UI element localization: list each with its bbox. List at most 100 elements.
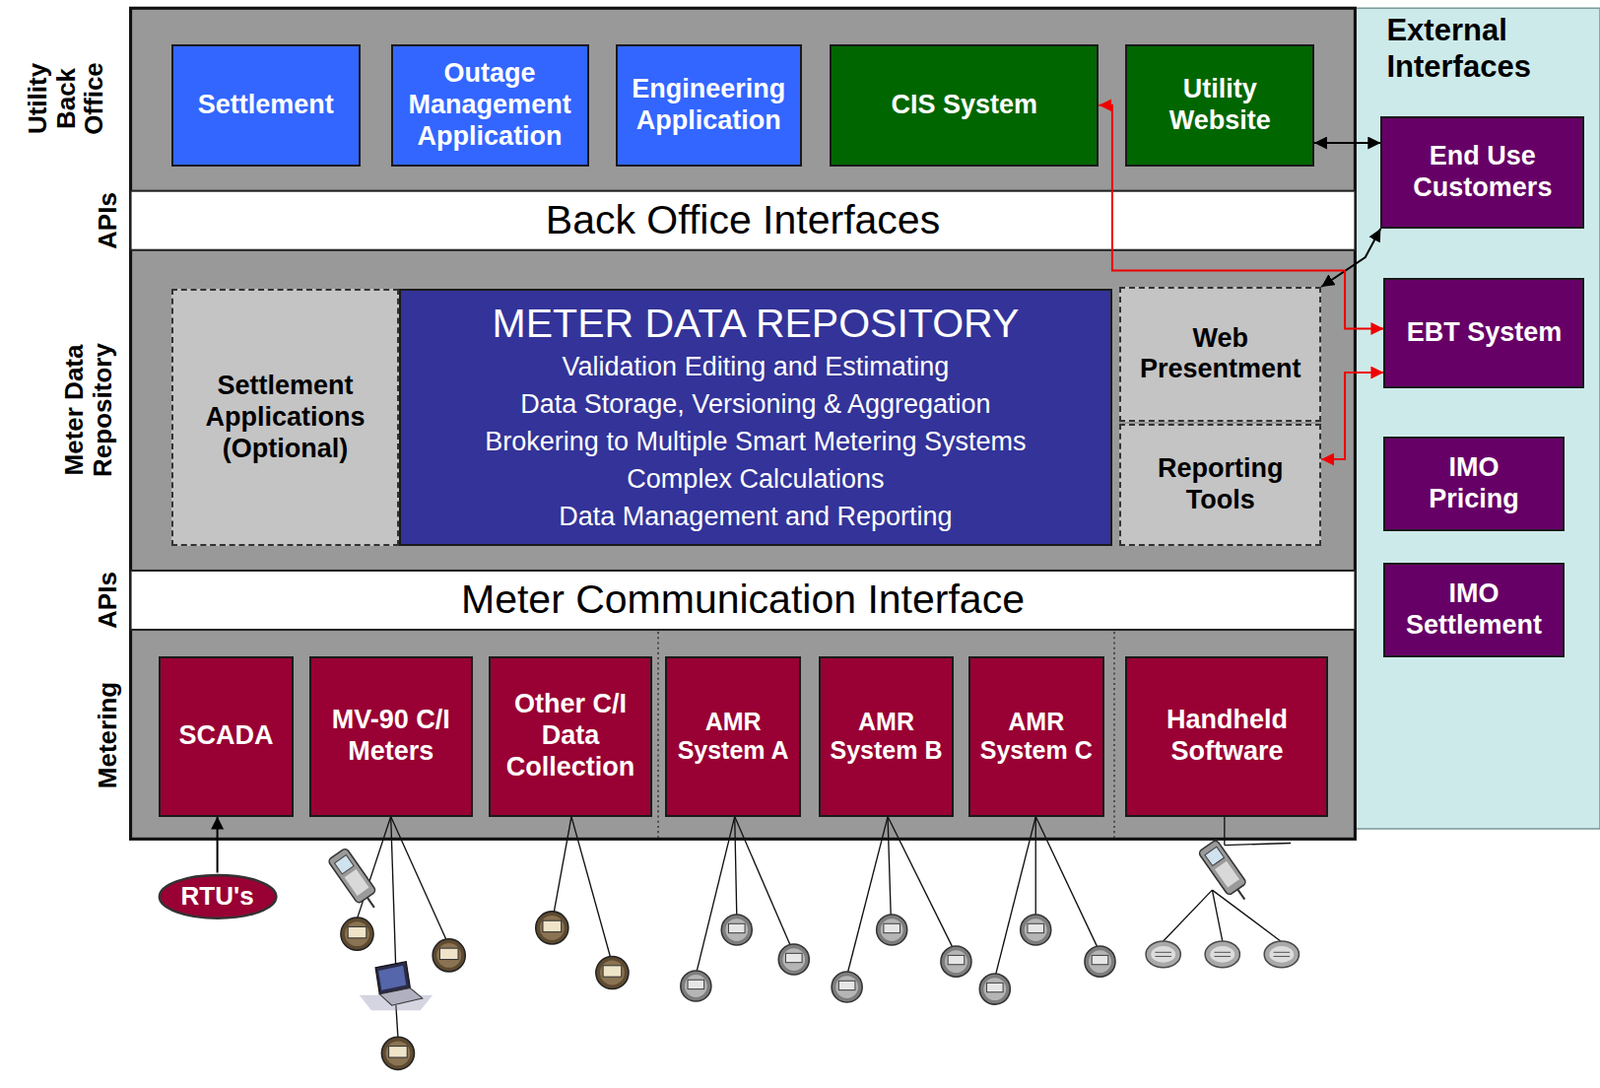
- meter-wire: [1163, 889, 1213, 941]
- box-heading: METER DATA REPOSITORY: [492, 299, 1020, 348]
- metering-box: AMR System B: [818, 656, 955, 817]
- external-box: IMO Settlement: [1383, 562, 1564, 658]
- system-box: CIS System: [829, 44, 1099, 167]
- meter-wire: [887, 816, 891, 915]
- label-text: AMR System C: [976, 707, 1097, 766]
- laptop-icon: [379, 988, 422, 1006]
- label-text: Settlement: [198, 89, 334, 122]
- meter-wire: [696, 816, 734, 971]
- meter-icon: [680, 970, 712, 1001]
- side-label: Meter Data Repository: [34, 287, 143, 534]
- ellipse-shape: [158, 873, 276, 918]
- meter-icon: [1145, 940, 1181, 968]
- metering-box: Other C/I Data Collection: [488, 656, 653, 817]
- feature-line: Validation Editing and Estimating: [562, 347, 950, 386]
- handheld-device: [328, 847, 385, 914]
- api-band: [131, 570, 1356, 630]
- label-text: Settlement Applications (Optional): [179, 370, 392, 466]
- meter-icon: [940, 945, 972, 977]
- external-panel: External InterfacesEnd Use CustomersEBT …: [1354, 7, 1600, 829]
- meter-icon: [876, 914, 908, 945]
- external-box: End Use Customers: [1380, 116, 1585, 229]
- meter-icon: [979, 973, 1010, 1004]
- meter-wire: [553, 816, 572, 912]
- main-frame: [131, 7, 1356, 839]
- side-label: APIs: [53, 570, 162, 630]
- metering-box: AMR System C: [968, 656, 1105, 817]
- label-text: End Use Customers: [1388, 140, 1577, 204]
- label-text: AMR System B: [826, 707, 947, 766]
- meter-icon: [340, 911, 1300, 1070]
- meter-icon: [1204, 940, 1240, 968]
- label-text: Utility Website: [1133, 73, 1307, 137]
- metering-box: AMR System A: [665, 656, 801, 817]
- application-box: Engineering Application: [615, 44, 803, 167]
- laptop-icon: [359, 961, 434, 1011]
- meter-icon: [596, 955, 629, 989]
- label-text: Handheld Software: [1133, 704, 1321, 768]
- feature-line: Brokering to Multiple Smart Metering Sys…: [484, 422, 1026, 461]
- metering-box: MV-90 C/I Meters: [309, 656, 473, 817]
- separator-line: [1113, 631, 1116, 839]
- meter-wire: [1211, 889, 1280, 941]
- feature-line: Data Management and Reporting: [558, 497, 952, 535]
- label-text: Engineering Application: [623, 73, 796, 137]
- connector-arrow: [1321, 372, 1384, 460]
- interface-label: Back Office Interfaces: [131, 191, 1356, 251]
- label-text: AMR System A: [672, 707, 794, 766]
- feature-line: Data Storage, Versioning & Aggregation: [520, 385, 991, 423]
- meter-wire: [571, 816, 610, 957]
- feature-line: Complex Calculations: [626, 460, 884, 498]
- side-label: Metering: [53, 659, 162, 812]
- label-text: IMO Pricing: [1408, 452, 1538, 516]
- meter-wire: [1224, 842, 1291, 845]
- meter-icon: [1020, 914, 1052, 945]
- meter-icon: [1264, 940, 1299, 968]
- side-label: Utility Back Office: [11, 32, 121, 166]
- optional-box: Settlement Applications (Optional): [171, 288, 400, 546]
- meter-wire: [848, 816, 888, 972]
- meter-wire: [1035, 816, 1037, 915]
- label-text: Web Presentment: [1127, 323, 1314, 387]
- label-text: EBT System: [1406, 317, 1563, 349]
- panel-heading: External Interfaces: [1386, 11, 1594, 85]
- external-box: IMO Pricing: [1383, 436, 1564, 531]
- application-box: Outage Management Application: [391, 44, 590, 167]
- band-region: MeteringSCADAMV-90 C/I MetersOther C/I D…: [131, 631, 1356, 839]
- meter-icon: [340, 917, 374, 950]
- connector-arrow: [216, 816, 219, 873]
- handheld-device: [1198, 839, 1255, 906]
- meter-wire: [1223, 816, 1225, 846]
- band-region: Meter Data RepositorySettlement Applicat…: [131, 252, 1356, 569]
- tool-box: Web Presentment: [1119, 286, 1322, 422]
- label-text: Outage Management Application: [399, 58, 582, 153]
- meter-wire: [996, 816, 1036, 974]
- label-text: IMO Settlement: [1391, 578, 1556, 642]
- external-box: EBT System: [1383, 277, 1585, 389]
- meter-wire: [391, 816, 397, 972]
- label-text: CIS System: [890, 89, 1038, 122]
- metering-box: SCADA: [158, 656, 295, 817]
- meter-wire: [1211, 889, 1222, 941]
- tool-box: Reporting Tools: [1119, 423, 1322, 546]
- meter-icon: [432, 938, 466, 972]
- meter-icon: [778, 943, 809, 975]
- external-panel: [1354, 7, 1600, 829]
- meter-wire: [734, 816, 737, 915]
- interface-label: Meter Communication Interface: [131, 570, 1356, 630]
- meter-wire: [391, 816, 447, 939]
- band-region: Utility Back OfficeSettlementOutage Mana…: [131, 7, 1356, 189]
- meter-icon: [535, 911, 569, 944]
- label-text: Other C/I Data Collection: [496, 688, 645, 784]
- label-text: Reporting Tools: [1127, 453, 1314, 517]
- meter-wire: [356, 816, 1291, 1038]
- rtu-ellipse: RTU's: [157, 872, 278, 921]
- api-band: [131, 191, 1356, 251]
- meter-icon: [381, 1036, 414, 1069]
- label-text: RTU's: [181, 880, 255, 912]
- meter-icon: [1084, 945, 1116, 977]
- connector-arrow: [1314, 141, 1381, 144]
- side-label: APIs: [53, 191, 162, 251]
- background-drawing: [131, 7, 1600, 1069]
- label-text: SCADA: [178, 720, 273, 752]
